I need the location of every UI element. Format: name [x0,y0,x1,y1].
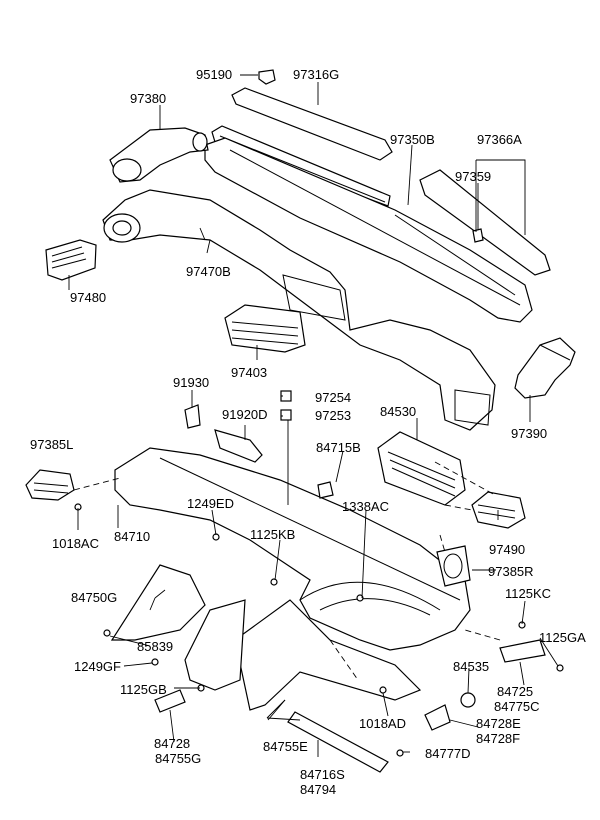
label-1125KB: 1125KB [250,527,296,542]
label-91930: 91930 [173,375,210,390]
part-97470B-main-duct [102,189,496,431]
label-1125GA: 1125GA [539,630,586,645]
label-97350B: 97350B [390,132,435,147]
label-84728E: 84728E [476,716,521,731]
label-97403: 97403 [231,365,268,380]
label-97470B: 97470B [186,264,231,279]
label-95190: 95190 [196,67,233,82]
part-84728-bracket [154,689,186,713]
label-84728F: 84728F [476,731,521,746]
label-1249GF: 1249GF [74,659,121,674]
label-1018AC: 1018AC [52,536,99,551]
label-84777D: 84777D [425,746,471,761]
part-84725-bracket [499,639,546,663]
label-1018AD: 1018AD [359,716,406,731]
label-97385L: 97385L [30,437,74,452]
label-84725: 84725 [497,684,534,699]
label-97359: 97359 [455,169,492,184]
label-84750G: 84750G [71,590,118,605]
label-97385R: 97385R [488,564,534,579]
part-97490-vent [471,491,526,529]
label-91920D: 91920D [222,407,268,422]
part-91930-bracket [184,404,201,429]
part-97366A-side-cover [419,169,551,276]
label-84716S: 84716S [300,767,345,782]
label-84728: 84728 [154,736,191,751]
part-84535-ring [460,692,476,708]
label-97316G: 97316G [293,67,340,82]
label-85839: 85839 [137,639,174,654]
part-97385R-vent [436,545,471,587]
part-84755E-lower-panel [234,599,422,711]
label-97366A: 97366A [477,132,522,147]
label-1125GB: 1125GB [120,682,167,697]
part-main-duct-body [204,137,533,323]
label-97380: 97380 [130,91,167,106]
label-97253: 97253 [315,408,352,423]
label-1338AC: 1338AC [342,499,389,514]
part-panel-knee [184,599,246,691]
label-97254: 97254 [315,390,352,405]
label-84535: 84535 [453,659,490,674]
part-84716S-strip [287,711,389,773]
part-84750G-left-panel [110,564,206,641]
part-97403-center-vent [224,304,306,353]
part-84530-cluster [377,431,466,506]
label-84755G: 84755G [155,751,202,766]
label-84775C: 84775C [494,699,540,714]
part-97385L-vent [25,469,75,501]
part-95190-clip [258,69,276,85]
label-1249ED: 1249ED [187,496,234,511]
part-97390-right-duct [514,337,576,399]
label-97480: 97480 [70,290,107,305]
label-97390: 97390 [511,426,548,441]
label-97490: 97490 [489,542,526,557]
label-84794: 84794 [300,782,337,797]
part-84728E-bracket [424,704,451,731]
label-84715B: 84715B [316,440,361,455]
label-84710: 84710 [114,529,151,544]
part-97480-vent [45,239,97,281]
label-84530: 84530 [380,404,417,419]
part-91920D-bracket [214,429,263,463]
part-97316G-cover [231,87,393,161]
part-97359-clip [472,228,484,243]
label-84755E: 84755E [263,739,308,754]
label-1125KC: 1125KC [505,586,552,601]
